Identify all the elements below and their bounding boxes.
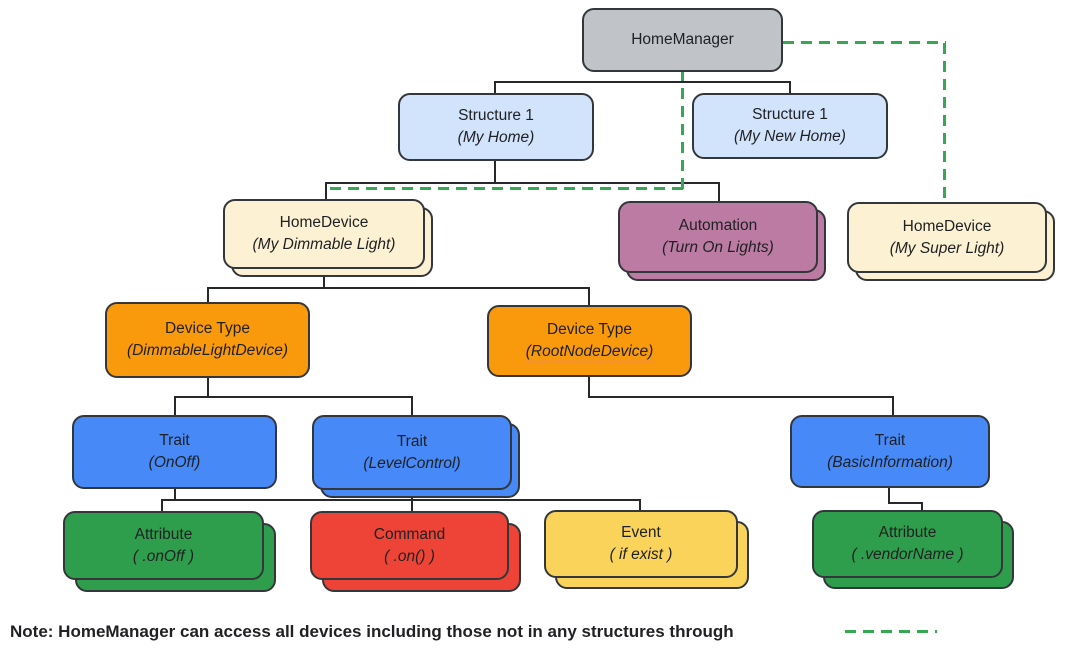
connector-line [207,287,209,303]
connector-line [411,396,413,416]
node-sub: (RootNodeDevice) [525,343,654,360]
connector-line [639,499,641,511]
node-command-on: Command ( .on() ) [310,511,509,580]
node-sub: (My Dimmable Light) [252,236,396,253]
node-attribute-vendorname: Attribute ( .vendorName ) [812,510,1003,578]
node-structure-my-home: Structure 1 (My Home) [398,93,594,161]
connector-line [325,182,720,184]
connector-line [411,489,413,512]
node-event-ifexist: Event ( if exist ) [544,510,738,578]
node-home-manager: HomeManager [582,8,783,72]
node-trait-levelcontrol: Trait (LevelControl) [312,415,512,490]
connector-line [494,161,496,184]
connector-line [718,182,720,202]
node-sub: ( if exist ) [609,546,673,563]
connector-line [174,396,413,398]
node-label: Automation [678,217,758,235]
node-trait-onoff: Trait (OnOff) [72,415,277,489]
connector-line [174,396,176,416]
node-sub: (My Home) [457,129,535,146]
node-label: Device Type [164,320,250,338]
node-sub: (My New Home) [734,128,846,145]
node-sub: (My Super Light) [889,239,1005,257]
dashed-link-legend-sample [845,630,937,633]
node-trait-basicinfo: Trait (BasicInformation) [790,415,990,488]
node-device-type-rootnode: Device Type (RootNodeDevice) [487,305,692,377]
node-device-type-dimmable: Device Type (DimmableLightDevice) [105,302,310,378]
connector-line [921,502,923,511]
node-sub: (OnOff) [148,454,201,471]
connector-line [494,82,496,94]
node-label: Structure 1 [458,107,534,125]
node-label: Trait [159,432,190,450]
node-label: HomeManager [631,31,734,49]
node-structure-my-new-home: Structure 1 (My New Home) [692,93,888,159]
node-sub: (Turn On Lights) [662,239,774,256]
dashed-link-line [783,41,946,44]
footnote-text: Note: HomeManager can access all devices… [10,622,734,641]
connector-line [588,396,894,398]
node-label: Command [373,525,446,543]
node-label: Trait [396,432,428,450]
connector-line [888,502,923,504]
footnote: Note: HomeManager can access all devices… [10,622,830,642]
node-sub: ( .vendorName ) [851,546,964,563]
connector-line [892,396,894,416]
connector-line [323,268,325,289]
node-attribute-onoff: Attribute ( .onOff ) [63,511,264,580]
dashed-link-line [943,43,946,203]
dashed-link-line [681,70,684,190]
node-automation: Automation (Turn On Lights) [618,201,818,273]
node-home-device-super: HomeDevice (My Super Light) [847,202,1047,273]
node-sub: ( .onOff ) [132,547,195,565]
connector-line [325,182,327,200]
node-label: HomeDevice [279,214,369,232]
dashed-link-line [330,187,684,190]
node-sub: (DimmableLightDevice) [126,342,289,359]
node-sub: (BasicInformation) [827,453,953,471]
node-home-device-dimmable: HomeDevice (My Dimmable Light) [223,199,425,269]
connector-line [494,81,791,83]
connector-line [588,287,590,306]
node-sub: ( .on() ) [384,547,435,565]
node-sub: (LevelControl) [363,454,461,472]
node-label: Device Type [546,321,632,339]
connector-line [888,487,890,504]
node-label: Attribute [134,525,193,543]
connector-line [789,82,791,94]
node-label: Event [621,524,661,542]
node-label: Attribute [878,524,937,542]
connector-line [207,377,209,398]
connector-line [207,287,590,289]
node-label: HomeDevice [902,217,992,235]
connector-line [588,376,590,398]
connector-line [174,488,176,501]
connector-line [161,499,641,501]
connector-line [161,499,163,512]
node-label: Trait [874,431,906,449]
node-label: Structure 1 [752,106,828,124]
